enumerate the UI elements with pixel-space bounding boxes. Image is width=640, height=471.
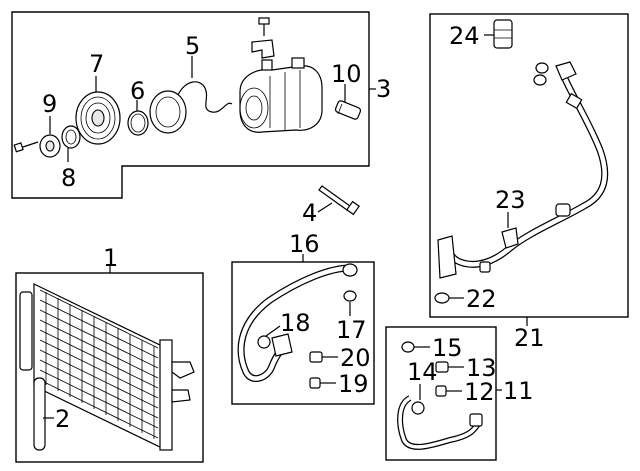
callout-13: 13	[466, 354, 497, 382]
part-19-valve	[309, 377, 321, 389]
callout-20: 20	[340, 344, 371, 372]
compressor-bracket	[251, 39, 275, 59]
o-rings-upper	[533, 62, 549, 86]
callout-15: 15	[432, 334, 463, 362]
callout-14: 14	[407, 358, 438, 386]
callout-22: 22	[466, 285, 497, 313]
suction-line-box	[429, 13, 629, 318]
part-5-field-coil	[149, 81, 233, 134]
callout-18: 18	[280, 309, 311, 337]
leader-4	[317, 202, 333, 213]
part-23-valve	[501, 227, 519, 249]
part-2-drier	[33, 377, 46, 451]
part-7-pulley	[75, 91, 121, 145]
part-9-hub	[39, 134, 61, 158]
callout-16: 16	[289, 230, 320, 258]
part-8-shim	[61, 125, 81, 149]
callout-21: 21	[514, 324, 545, 352]
condenser-side-tank	[19, 291, 33, 371]
callout-12: 12	[464, 378, 495, 406]
compressor-body	[239, 57, 323, 133]
part-6-snap-ring	[127, 110, 149, 136]
leader-18	[265, 325, 281, 337]
part-9-bolt	[13, 141, 39, 153]
callout-19: 19	[338, 370, 369, 398]
callout-10: 10	[331, 60, 362, 88]
callout-6: 6	[130, 77, 145, 105]
liquid-line-box	[385, 326, 497, 461]
callout-7: 7	[89, 50, 104, 78]
hose-assembly	[237, 263, 358, 383]
part-17-o-ring	[343, 290, 357, 302]
part-4-bolt	[318, 185, 360, 216]
condenser-fittings	[171, 361, 195, 403]
callout-3: 3	[376, 75, 391, 103]
suction-line	[437, 61, 609, 279]
liquid-line	[397, 395, 483, 450]
callout-11: 11	[503, 377, 534, 405]
callout-1: 1	[103, 244, 118, 272]
callout-9: 9	[42, 90, 57, 118]
callout-5: 5	[185, 32, 200, 60]
compressor-group-box	[11, 11, 370, 199]
callout-8: 8	[61, 164, 76, 192]
compressor-bolt	[258, 17, 270, 36]
part-24-expansion-valve	[493, 19, 513, 49]
callout-17: 17	[336, 316, 367, 344]
part-12-valve	[435, 385, 447, 397]
callout-23: 23	[495, 186, 526, 214]
condenser-core	[33, 283, 173, 451]
part-15-o-ring	[401, 341, 415, 353]
part-10-valve	[334, 100, 362, 120]
callout-24: 24	[449, 22, 480, 50]
part-22-o-ring	[434, 292, 450, 304]
callout-2: 2	[55, 405, 70, 433]
part-20-cap	[309, 351, 323, 363]
part-13-cap	[435, 361, 449, 373]
callout-4: 4	[302, 199, 317, 227]
